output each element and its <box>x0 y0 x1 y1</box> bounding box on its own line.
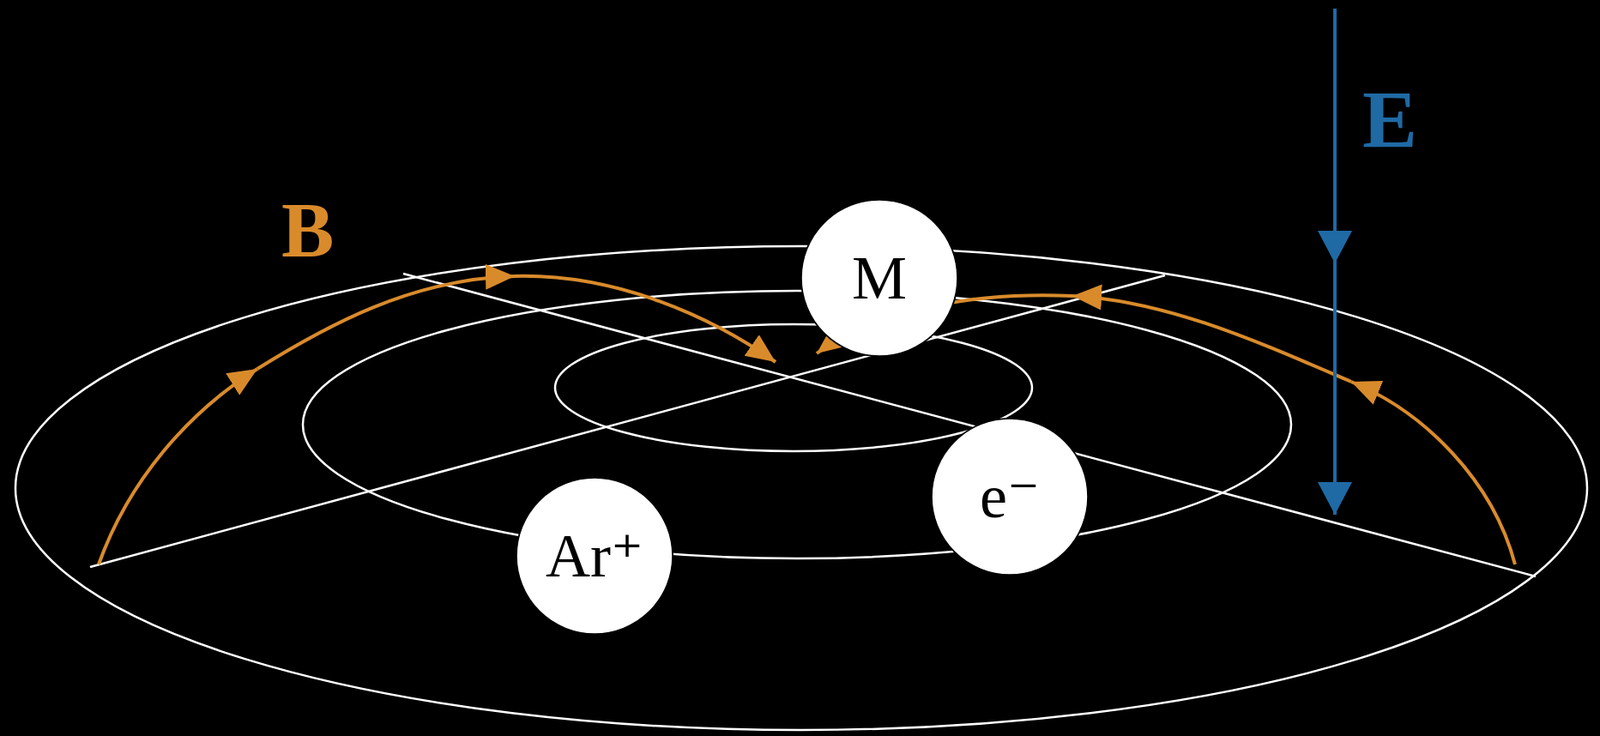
outer-ring <box>15 246 1588 731</box>
field-arc <box>1072 295 1352 382</box>
field-arc <box>257 276 515 369</box>
field-arrow <box>1333 263 1337 515</box>
particle-circle: Ar⁺ <box>514 476 675 636</box>
magnetic-field-lines <box>98 276 1516 565</box>
field-arc <box>98 368 258 565</box>
field-arc <box>1351 381 1516 565</box>
electric-field-arrow <box>1333 8 1337 515</box>
inner-ring <box>555 324 1033 452</box>
middle-ring <box>302 290 1292 559</box>
particle-symbol: Ar⁺ <box>514 476 675 636</box>
field-arrow <box>1333 8 1337 264</box>
particle-symbol: M <box>799 198 960 358</box>
particle-circle: M <box>799 198 960 358</box>
particle-symbol: e⁻ <box>929 416 1090 577</box>
plane-grid <box>15 246 1588 731</box>
field-label: B <box>281 190 334 270</box>
particle-circle: e⁻ <box>929 416 1090 577</box>
field-arc <box>514 276 776 363</box>
field-label: E <box>1362 78 1418 162</box>
